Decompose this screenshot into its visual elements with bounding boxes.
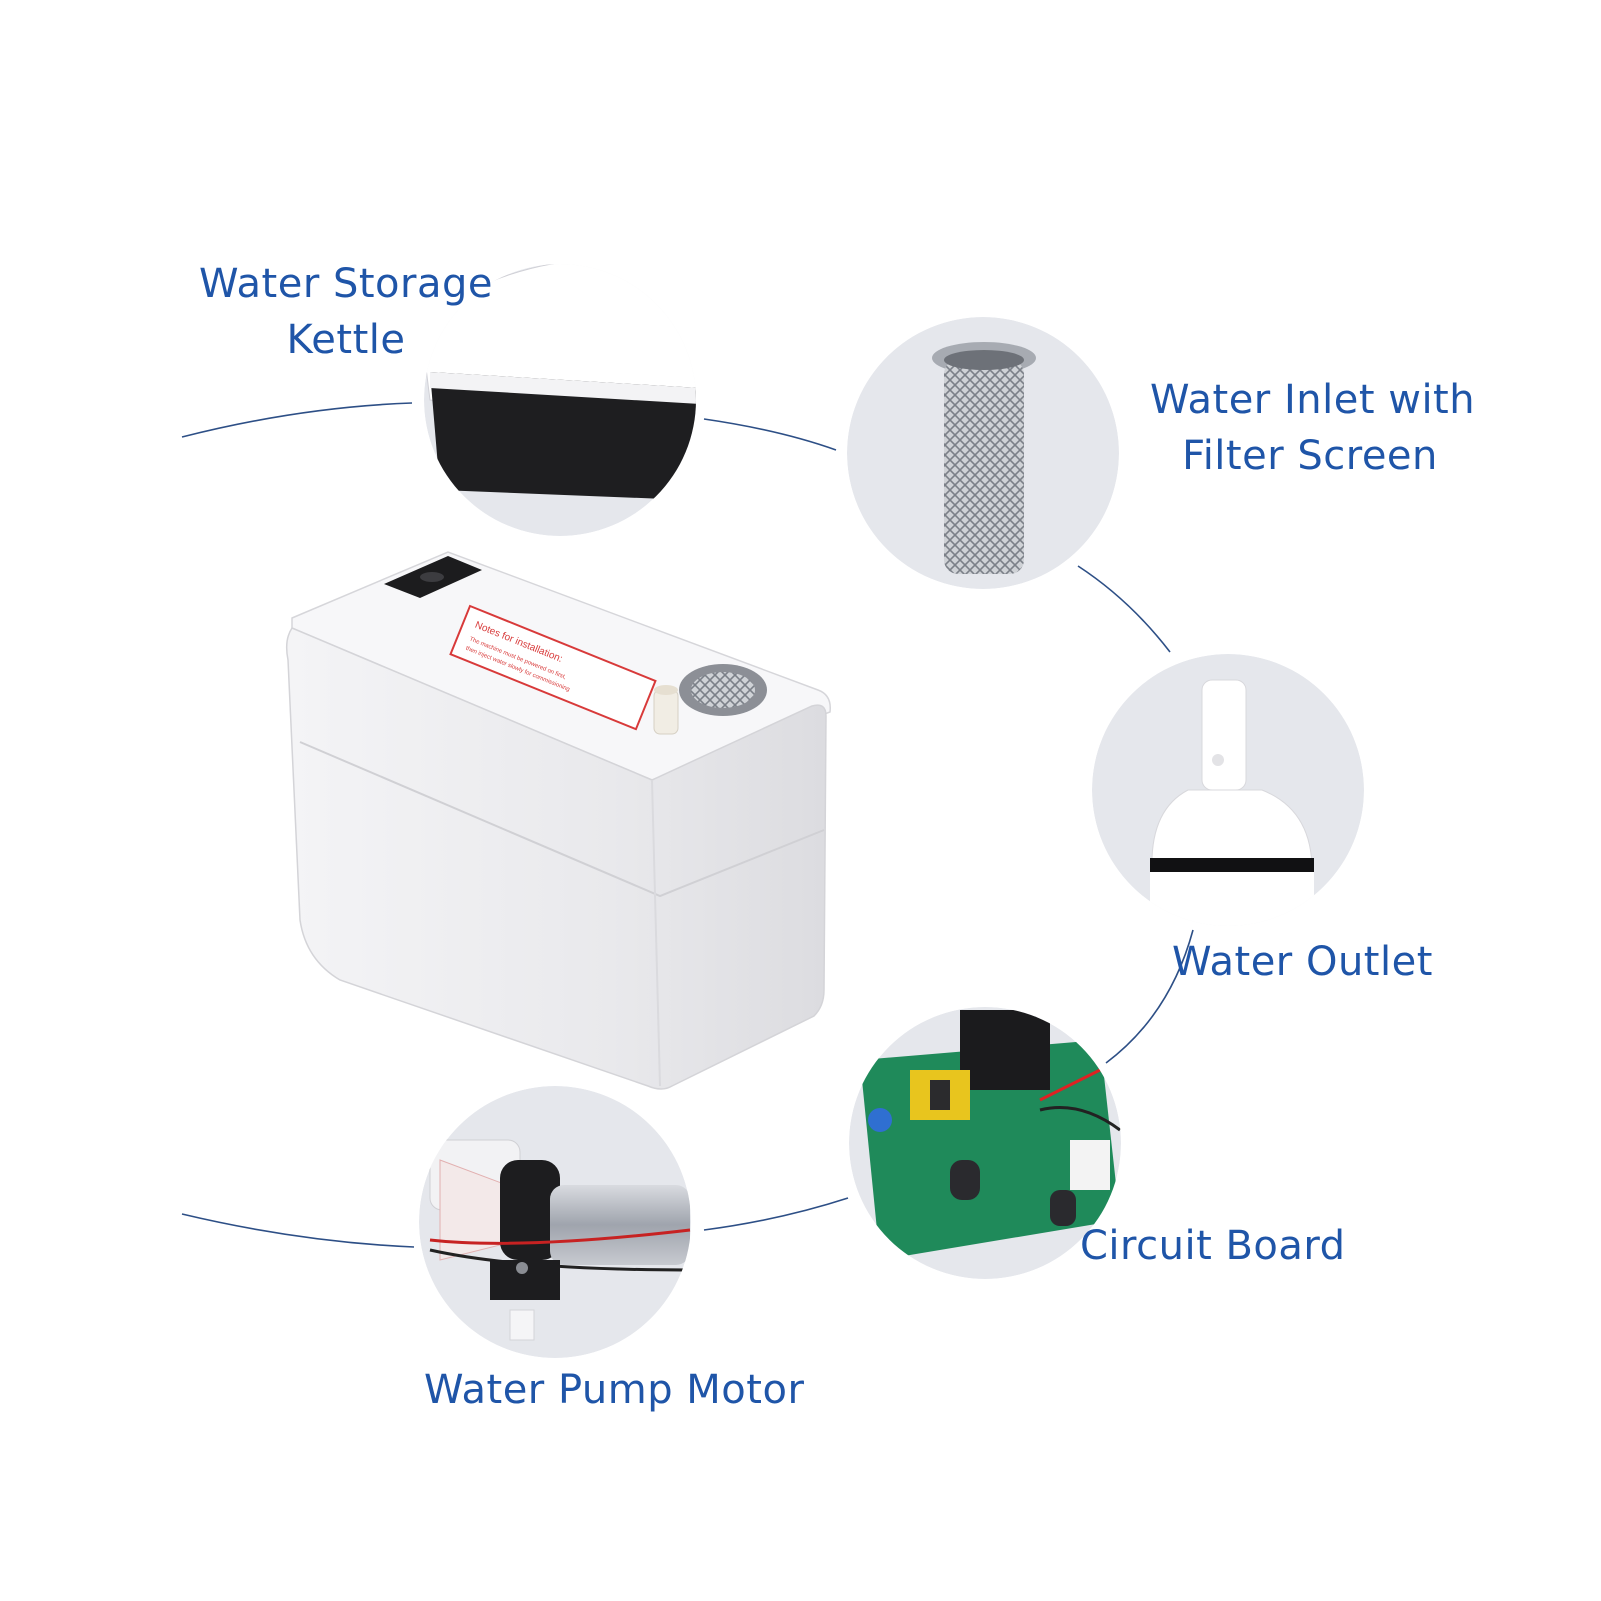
label-kettle-line-2: Kettle <box>286 317 406 363</box>
label-water-outlet: Water Outlet <box>1172 939 1433 985</box>
installation-notice: Notes for installation: The machine must… <box>449 604 657 731</box>
detail-bubble-outlet <box>1092 654 1364 926</box>
device-body <box>285 627 827 1090</box>
label-water-pump-motor: Water Pump Motor <box>424 1367 805 1413</box>
label-kettle-line-1: Water Storage <box>199 261 493 307</box>
power-socket-pin <box>420 572 444 582</box>
detail-bubble-kettle <box>424 264 696 536</box>
leader-line-kettle-left <box>181 402 413 438</box>
detail-bubble-motor <box>419 1086 691 1358</box>
label-circuit-board: Circuit Board <box>1080 1223 1346 1269</box>
leader-line-kettle-right <box>703 418 837 451</box>
device-body-seam <box>299 741 825 898</box>
notice-border <box>449 604 657 731</box>
leader-line-motor <box>181 1213 415 1248</box>
leader-line-inlet <box>1077 565 1171 653</box>
leader-line-outlet <box>1105 929 1194 1064</box>
label-inlet-line-1: Water Inlet with <box>1150 377 1476 423</box>
top-inlet-mesh <box>691 672 755 708</box>
label-water-storage-kettle: Water Storage Kettle <box>196 256 496 368</box>
leader-line-board <box>703 1197 849 1231</box>
detail-bubble-inlet <box>847 317 1119 589</box>
leader-lines <box>181 402 1194 1248</box>
label-water-inlet: Water Inlet with Filter Screen <box>1150 372 1476 484</box>
condensate-pump-illustration: Notes for installation: The machine must… <box>285 551 831 1090</box>
top-outlet-tip <box>654 685 678 695</box>
label-inlet-line-2: Filter Screen <box>1182 433 1438 479</box>
device-front-edge <box>651 779 661 1087</box>
detail-bubble-board <box>849 1007 1121 1279</box>
top-outlet-nozzle <box>653 689 679 735</box>
